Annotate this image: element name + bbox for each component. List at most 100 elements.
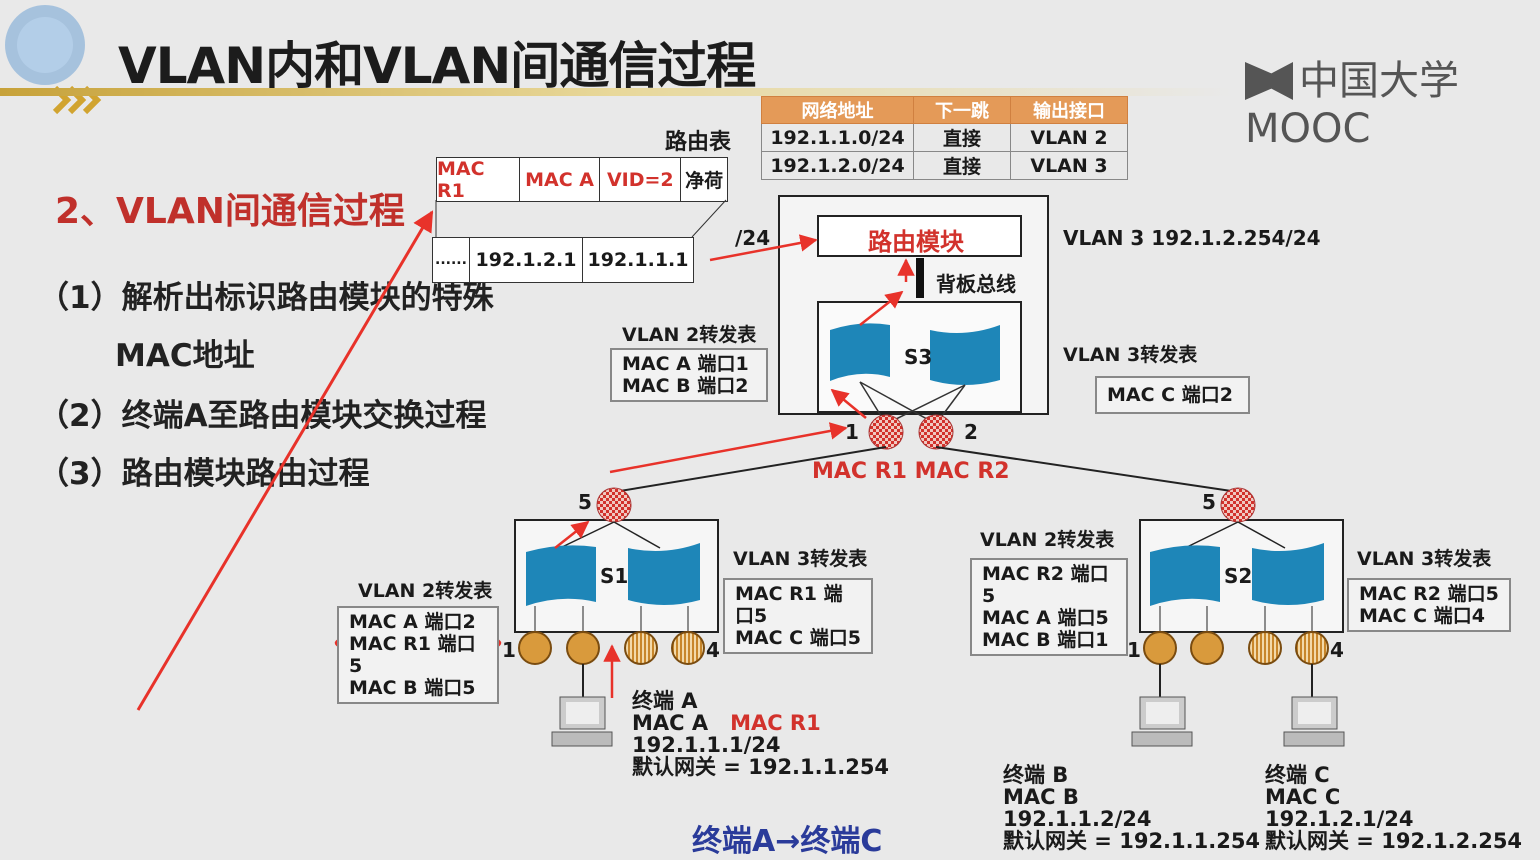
annotation-arrow — [609, 422, 848, 474]
s2-port — [1143, 631, 1177, 665]
switch-icon — [1252, 543, 1324, 605]
terminal-a-mac-value: MAC A — [632, 711, 709, 735]
mooc-logo: 中国大学MOOC — [1245, 48, 1540, 152]
step-1-cont: MAC地址 — [115, 338, 255, 374]
terminal-c-gateway: 默认网关 = 192.1.2.254 — [1265, 829, 1523, 853]
list-item: MAC A 端口2 — [349, 611, 476, 633]
step-3: （3）路由模块路由过程 — [38, 456, 370, 492]
table-row: 192.1.2.0/24 直接 VLAN 3 — [761, 151, 1128, 180]
terminal-c-ip: 192.1.2.1/24 — [1265, 807, 1414, 831]
step-2: （2）终端A至路由模块交换过程 — [38, 398, 487, 434]
flow-caption: 终端A→终端C — [692, 824, 883, 859]
terminal-a-dst-mac: MAC R1 — [730, 711, 821, 735]
frame-cell: MAC R1 — [437, 158, 520, 202]
list-item: MAC C 端口2 — [1107, 384, 1233, 406]
terminal-a-gateway: 默认网关 = 192.1.1.254 — [632, 755, 890, 779]
annotation-arrow — [859, 290, 904, 326]
backplane-bus — [916, 258, 924, 298]
header-band — [0, 88, 1540, 96]
terminal-a-name: 终端 A — [632, 689, 698, 713]
terminal-b-info: 终端 B MAC B 192.1.1.2/24 默认网关 = 192.1.1.2… — [1003, 764, 1260, 852]
terminal-b-gateway: 默认网关 = 192.1.1.254 — [1003, 829, 1261, 853]
s1-port — [671, 631, 705, 665]
frame-cell: VID=2 — [600, 158, 682, 201]
s2-port — [1248, 631, 1282, 665]
s2-port — [1190, 631, 1224, 665]
page-title: VLAN内和VLAN间通信过程 — [118, 37, 756, 95]
s1-vlan3-title: VLAN 3转发表 — [733, 548, 868, 570]
zoom-line-right — [691, 199, 727, 238]
annotation-arrow — [830, 388, 867, 419]
router-port-macs: MAC R1 MAC R2 — [812, 459, 1010, 484]
router-port-1-label: 1 — [845, 420, 859, 444]
s3-label: S3 — [904, 345, 933, 369]
mac-frame: MAC R1 MAC A VID=2 净荷 — [436, 157, 728, 202]
s1-uplink-label: 5 — [578, 490, 592, 514]
frame-cell: 净荷 — [685, 170, 724, 192]
routing-table: 网络地址 下一跳 输出接口 192.1.1.0/24 直接 VLAN 2 192… — [761, 96, 1128, 180]
terminal-b-ip: 192.1.1.2/24 — [1003, 807, 1152, 831]
prefix-label: /24 — [735, 226, 771, 250]
s1-port-4-label: 4 — [706, 638, 720, 662]
annotation-arrow — [554, 520, 590, 549]
router-port-1 — [868, 414, 904, 450]
trunk-s1 — [613, 446, 887, 493]
backplane-label: 背板总线 — [936, 272, 1016, 296]
s2-port-1-label: 1 — [1127, 638, 1141, 662]
s1-vlan2-table: MAC A 端口2 MAC R1 端口5 MAC B 端口5 — [337, 606, 499, 704]
switch-icon — [628, 543, 700, 605]
switch-icon — [930, 325, 1000, 385]
routing-module-label: 路由模块 — [868, 228, 964, 256]
header-globe-icon — [5, 5, 102, 115]
list-item: MAC B 端口2 — [622, 375, 749, 397]
annotation-arrow — [709, 234, 818, 262]
rt-cell: VLAN 2 — [1010, 123, 1128, 152]
s2-vlan3-table: MAC R2 端口5 MAC C 端口4 — [1347, 578, 1511, 632]
list-item: MAC B 端口1 — [982, 629, 1109, 651]
rt-header: 网络地址 — [761, 96, 914, 124]
s1-port-1-label: 1 — [502, 638, 516, 662]
terminal-a-mac: MAC A MAC R1 — [632, 712, 889, 734]
packet-cell: ...... — [433, 238, 470, 282]
list-item: MAC A 端口5 — [982, 607, 1109, 629]
rt-cell: 192.1.1.0/24 — [761, 123, 914, 152]
s3-vlan3-table: MAC C 端口2 — [1095, 376, 1250, 414]
terminal-a-ip: 192.1.1.1/24 — [632, 733, 781, 757]
s2-port-5 — [1220, 487, 1256, 523]
routing-module-box — [817, 215, 1022, 257]
packet-cell: 192.1.2.1 — [470, 238, 583, 282]
s1-port — [566, 631, 600, 665]
terminal-c-info: 终端 C MAC C 192.1.2.1/24 默认网关 = 192.1.2.2… — [1265, 764, 1522, 852]
routing-table-label: 路由表 — [665, 130, 732, 155]
s3-vlan2-title: VLAN 2转发表 — [622, 324, 757, 346]
s2-port — [1295, 631, 1329, 665]
list-item: MAC C 端口4 — [1359, 605, 1485, 627]
s1-port — [518, 631, 552, 665]
s2-vlan2-table: MAC R2 端口5 MAC A 端口5 MAC B 端口1 — [970, 558, 1128, 656]
s1-label: S1 — [600, 564, 629, 588]
frame-cell: MAC A — [520, 158, 601, 201]
s2-vlan2-title: VLAN 2转发表 — [980, 529, 1115, 551]
s1-vlan3-table: MAC R1 端口5 MAC C 端口5 — [723, 578, 873, 654]
s1-vlan2-title: VLAN 2转发表 — [358, 580, 493, 602]
terminal-a-info: 终端 A MAC A MAC R1 192.1.1.1/24 默认网关 = 19… — [632, 690, 889, 778]
rt-cell: VLAN 3 — [1010, 151, 1128, 180]
terminal-c-mac: MAC C — [1265, 785, 1341, 809]
s2-vlan3-title: VLAN 3转发表 — [1357, 548, 1492, 570]
router-port-2 — [918, 414, 954, 450]
s1-port — [624, 631, 658, 665]
s1-port-5 — [596, 487, 632, 523]
switch-icon — [526, 545, 596, 606]
list-item: MAC R1 端口5 — [735, 583, 843, 627]
s2-port-4-label: 4 — [1330, 638, 1344, 662]
s2-uplink-label: 5 — [1202, 490, 1216, 514]
terminal-c-name: 终端 C — [1265, 763, 1330, 787]
annotation-arrow — [136, 210, 434, 711]
rt-header: 输出接口 — [1010, 96, 1128, 124]
rt-header: 下一跳 — [913, 96, 1011, 124]
rt-cell: 192.1.2.0/24 — [761, 151, 914, 180]
packet-cell: 192.1.1.1 — [587, 249, 689, 271]
s3-vlan2-table: MAC A 端口1 MAC B 端口2 — [610, 348, 768, 402]
mooc-logo-text: 中国大学MOOC — [1245, 58, 1459, 152]
